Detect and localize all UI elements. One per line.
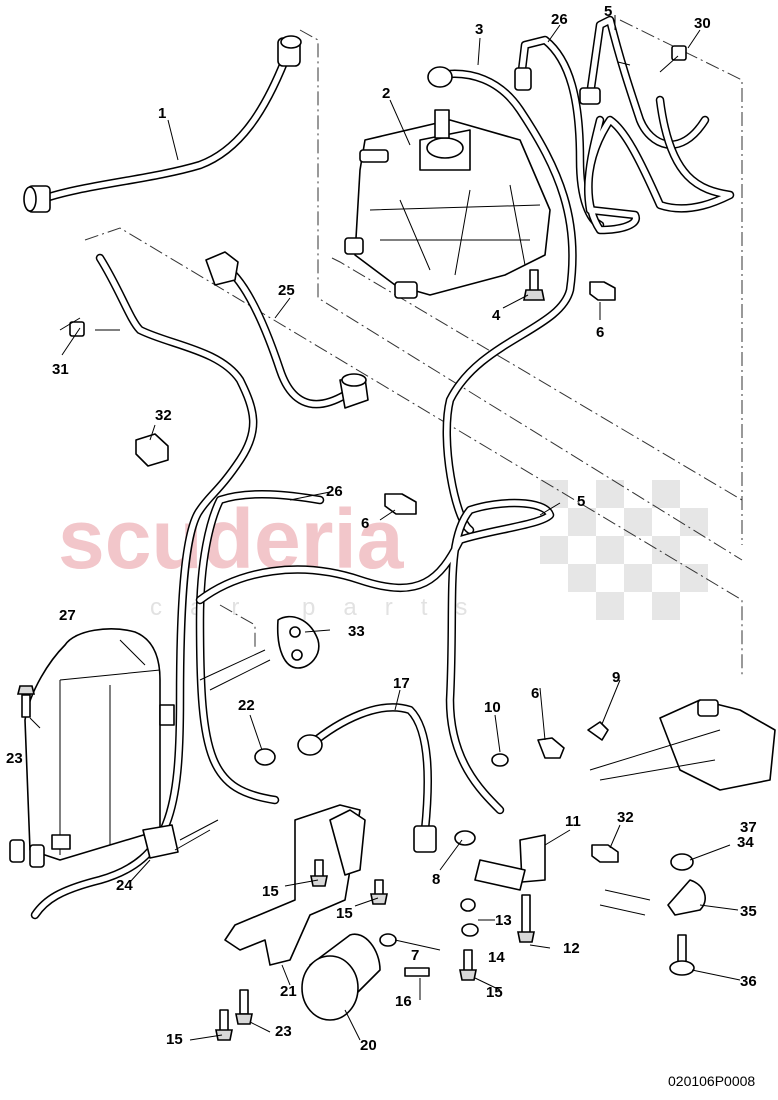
- callout-25: 25: [278, 282, 295, 299]
- callout-21: 21: [280, 983, 297, 1000]
- clip-31: [69, 321, 85, 337]
- callout-37: 37: [740, 819, 757, 836]
- callout-4: 4: [492, 307, 501, 324]
- bracket-21: [224, 804, 366, 966]
- watermark: scuderia car parts: [58, 480, 708, 621]
- callout-26-top: 26: [551, 11, 568, 28]
- callout-13: 13: [495, 912, 512, 929]
- connector-24: [142, 824, 179, 859]
- clip-6-mid: [384, 493, 417, 515]
- callout-31: 31: [52, 361, 69, 378]
- hose-25: [205, 251, 369, 409]
- callout-15-b: 15: [336, 905, 353, 922]
- callout-2: 2: [382, 85, 390, 102]
- nut-22: [254, 748, 276, 766]
- callout-36: 36: [740, 973, 757, 990]
- callout-15-d: 15: [166, 1031, 183, 1048]
- callout-33: 33: [348, 623, 365, 640]
- carbon-canister-27: [9, 628, 175, 868]
- callout-32-right: 32: [617, 809, 634, 826]
- callout-17: 17: [393, 675, 410, 692]
- callout-11: 11: [565, 813, 581, 830]
- watermark-brand: scuderia: [58, 492, 405, 586]
- callout-10: 10: [484, 699, 501, 716]
- pipe-26-long: [30, 253, 325, 920]
- callout-20: 20: [360, 1037, 377, 1054]
- callout-32-left: 32: [155, 407, 172, 424]
- callout-6-mid: 6: [361, 515, 369, 532]
- pipe-5-long: [195, 498, 555, 815]
- leader-lines: [29, 15, 741, 1041]
- diagram-code: 020106P0008: [668, 1073, 755, 1089]
- callout-9: 9: [612, 669, 620, 686]
- callout-3: 3: [475, 21, 483, 38]
- hardware: [16, 685, 776, 1041]
- callout-24: 24: [116, 877, 133, 894]
- callout-26-mid: 26: [326, 483, 343, 500]
- callout-1: 1: [158, 105, 166, 122]
- hose-1: [23, 35, 302, 213]
- callout-23-b: 23: [275, 1023, 292, 1040]
- hose-3: [427, 66, 577, 535]
- callout-5-top: 5: [604, 3, 612, 20]
- assembly-boundaries: [84, 19, 743, 675]
- callout-15-c: 15: [486, 984, 503, 1001]
- callout-12: 12: [563, 940, 580, 957]
- callout-27: 27: [59, 607, 76, 624]
- callout-labels: 1 2 3 4 5 5 6 6 6 7 8 9 10 11 12 13 14 1…: [6, 3, 757, 1054]
- callout-8: 8: [432, 871, 440, 888]
- callout-5-mid: 5: [577, 493, 585, 510]
- clip-32-left: [135, 433, 169, 467]
- callout-30: 30: [694, 15, 711, 32]
- callout-14: 14: [488, 949, 505, 966]
- callout-23-a: 23: [6, 750, 23, 767]
- checkered-flag-logo: [540, 480, 708, 620]
- callout-6-top: 6: [596, 324, 604, 341]
- callout-22: 22: [238, 697, 255, 714]
- pipe-5-top: [579, 15, 735, 235]
- expansion-tank-2: [344, 109, 551, 299]
- callout-15-a: 15: [262, 883, 279, 900]
- callout-7: 7: [411, 947, 419, 964]
- callout-6-low: 6: [531, 685, 539, 702]
- filter-20: [301, 933, 397, 1021]
- callout-35: 35: [740, 903, 757, 920]
- callout-34: 34: [737, 834, 754, 851]
- clip-30: [671, 45, 687, 61]
- callout-16: 16: [395, 993, 412, 1010]
- grommet-33: [276, 615, 320, 669]
- hose-17: [297, 703, 437, 853]
- bolt-4: [523, 269, 545, 301]
- clip-6-top: [589, 281, 616, 301]
